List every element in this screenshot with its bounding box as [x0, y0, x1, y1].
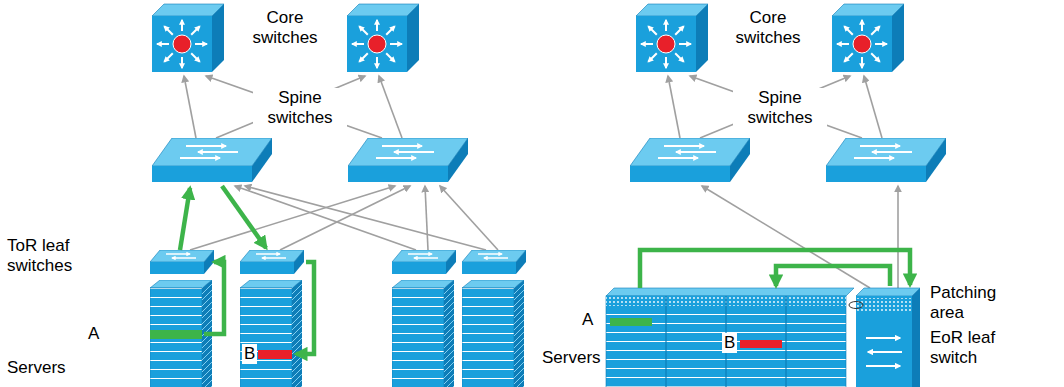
server-rack: [240, 280, 302, 387]
spine-switch: [348, 138, 468, 182]
server-a-slot: [610, 318, 652, 326]
label-text: Core switches: [238, 8, 332, 47]
traffic-path: [640, 250, 910, 288]
label-text: A: [580, 310, 595, 330]
core-switch: [152, 4, 224, 72]
spine-switch: [826, 138, 946, 182]
server-block: [606, 288, 854, 387]
core-switch: [832, 4, 904, 72]
label-text: Spine switches: [733, 88, 827, 127]
label-text: A: [86, 324, 101, 344]
core-switch: [636, 4, 708, 72]
label-text: ToR leaf switches: [5, 236, 109, 275]
tor-switch: [240, 250, 304, 274]
server-b-slot: [740, 340, 782, 348]
label-text: Servers: [540, 348, 603, 368]
spine-switch: [152, 138, 272, 182]
traffic-path: [180, 186, 314, 354]
core-switch: [347, 4, 419, 72]
tor-switch: [150, 250, 214, 274]
server-b-slot: [258, 350, 292, 359]
label-text: B: [242, 344, 257, 364]
tor-switch: [392, 250, 456, 274]
label-text: EoR leaf switch: [928, 328, 1022, 367]
server-rack: [462, 280, 524, 387]
eor-switch: [849, 288, 920, 387]
label-text: B: [722, 333, 737, 353]
label-text: Servers: [5, 358, 68, 378]
server-a-slot: [150, 330, 202, 339]
label-text: Core switches: [721, 8, 815, 47]
server-rack: [392, 280, 454, 387]
server-rack: [150, 280, 212, 387]
spine-switch: [630, 138, 750, 182]
label-text: Patching area: [928, 283, 1022, 322]
tor-switch: [462, 250, 526, 274]
label-text: Spine switches: [253, 88, 347, 127]
